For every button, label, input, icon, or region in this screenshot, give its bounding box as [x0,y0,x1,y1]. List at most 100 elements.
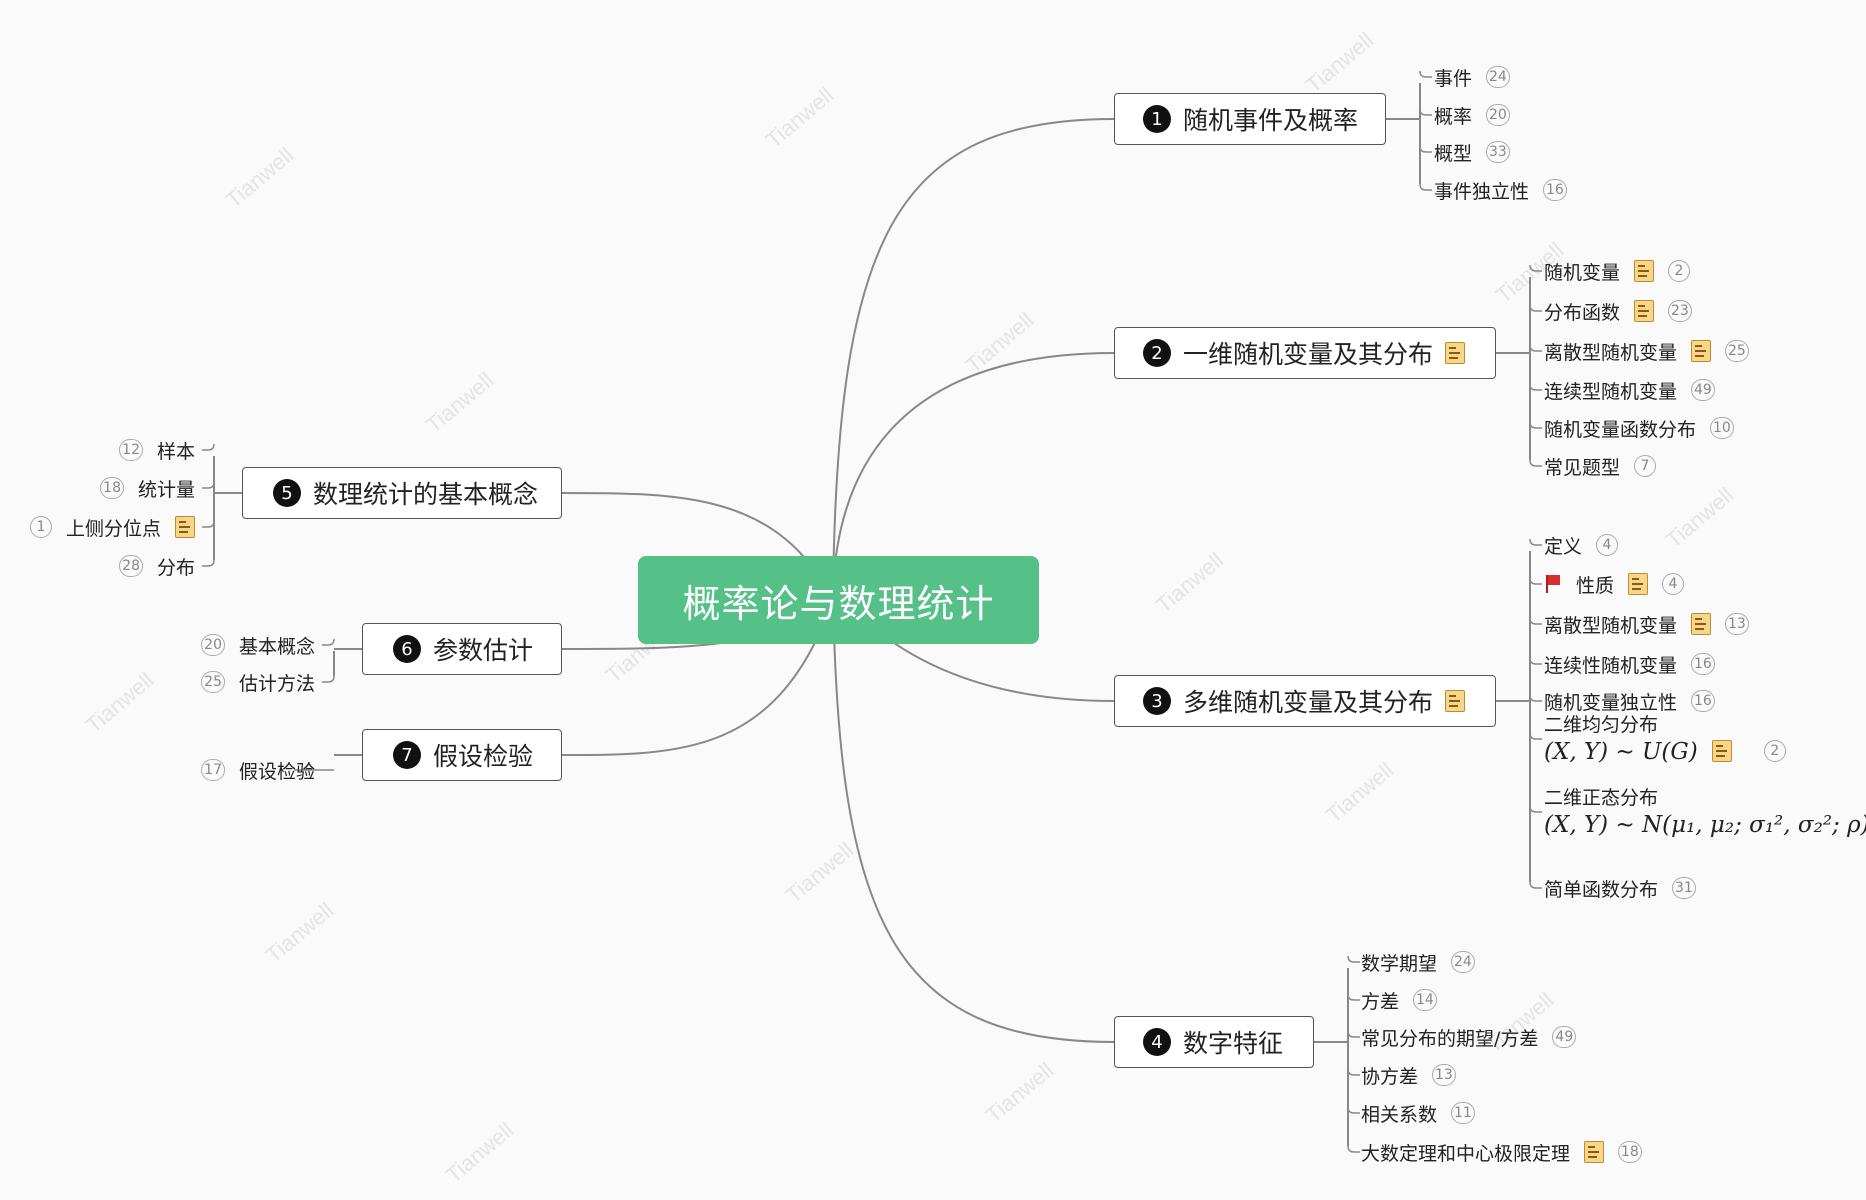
subtopic-label: 定义 [1544,535,1583,558]
subtopic[interactable]: 概率 20 [1434,100,1510,130]
count-badge: 20 [201,634,225,656]
subtopic[interactable]: 协方差 13 [1361,1060,1456,1090]
subtopic-label: 概率 [1434,105,1473,128]
count-badge: 49 [1552,1026,1577,1048]
subtopic[interactable]: 二维正态分布(X, Y) ∼ N(μ₁, μ₂; σ₁², σ₂²; ρ) [1544,783,1866,838]
watermark-text: Tianwell [1150,547,1229,618]
note-icon[interactable] [1634,260,1655,282]
subtopic-label: 基本概念 [238,635,315,658]
note-icon[interactable] [1691,340,1712,362]
note-icon[interactable] [1445,690,1466,712]
note-icon[interactable] [1628,573,1649,595]
topic-number-badge: 5 [273,479,301,507]
note-icon[interactable] [1445,342,1466,364]
subtopic[interactable]: 20 基本概念 [201,630,315,660]
connector [1529,383,1542,391]
watermark-text: Tianwell [980,1057,1059,1128]
count-badge: 13 [1432,1064,1456,1086]
connector [1347,1030,1360,1038]
topic-label: 假设检验 [433,742,534,771]
note-icon[interactable] [1634,300,1655,322]
formula-row: (X, Y) ∼ U(G)2 [1544,737,1786,765]
count-badge: 25 [201,671,225,693]
subtopic-label: 随机变量 [1544,261,1621,284]
connector [1347,1145,1360,1153]
connector [1347,1068,1360,1076]
count-badge: 2 [1668,260,1691,282]
topic-5[interactable]: 5 数理统计的基本概念 [242,467,562,519]
connector [202,559,215,567]
watermark-text: Tianwell [220,142,299,213]
subtopic[interactable]: 二维均匀分布(X, Y) ∼ U(G)2 [1544,710,1786,765]
connector [1529,538,1542,546]
count-badge: 20 [1486,104,1510,126]
topic-label: 数理统计的基本概念 [313,480,539,509]
note-icon[interactable] [1691,613,1712,635]
connector [1529,344,1542,352]
count-badge: 10 [1710,417,1734,439]
count-badge: 33 [1486,141,1510,163]
count-badge: 23 [1668,300,1692,322]
connector [322,638,335,646]
count-badge: 7 [1634,455,1657,477]
formula-row: (X, Y) ∼ N(μ₁, μ₂; σ₁², σ₂²; ρ) [1544,810,1866,838]
count-badge: 14 [1413,989,1437,1011]
count-badge: 1 [29,516,52,538]
connector [202,520,215,528]
subtopic-label: 样本 [156,440,195,463]
central-topic[interactable]: 概率论与数理统计 [638,556,1039,644]
watermark-text: Tianwell [80,667,159,738]
count-badge: 18 [1618,1141,1642,1163]
connector [1419,183,1432,191]
note-icon[interactable] [1711,740,1732,762]
subtopic-label: 简单函数分布 [1544,878,1659,901]
subtopic[interactable]: 概型 33 [1434,137,1510,167]
subtopic-label: 连续性随机变量 [1544,654,1678,677]
subtopic-row: 二维正态分布 [1544,783,1866,810]
connector [1529,881,1542,889]
note-icon[interactable] [175,516,195,538]
topic-label: 多维随机变量及其分布 [1183,688,1434,717]
subtopic-label: 概型 [1434,142,1473,165]
connector [1419,145,1432,153]
note-icon[interactable] [1584,1141,1605,1163]
subtopic[interactable]: 随机变量 2 [1544,256,1691,286]
count-badge: 18 [100,477,124,499]
subtopic-label: 协方差 [1361,1065,1419,1088]
watermark-text: Tianwell [260,897,339,968]
connector [1529,732,1542,740]
formula: (X, Y) ∼ N(μ₁, μ₂; σ₁², σ₂²; ρ) [1544,812,1866,838]
count-badge: 49 [1691,379,1715,401]
